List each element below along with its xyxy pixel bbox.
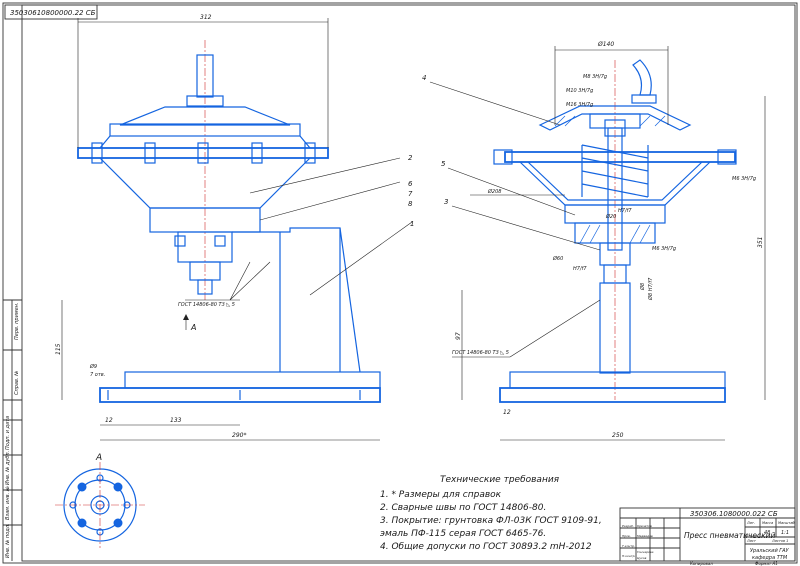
side-strip: Перв. примен. Справ. № Подп. и дата Инв.…	[3, 299, 22, 561]
requirement-3: 3. Покрытие: грунтовка ФЛ-03К ГОСТ 9109-…	[380, 516, 602, 526]
drawing-frame	[21, 4, 796, 562]
side-strip-7: Инв. № подл.	[5, 524, 11, 559]
requirements-title: Технические требования	[440, 475, 560, 485]
front-base	[124, 371, 381, 389]
title-block: 350306.1080000.022 СБ Пресс пневматическ…	[619, 507, 795, 566]
dim-base-total: 290*	[232, 432, 246, 439]
section-flange	[504, 151, 736, 163]
title-row-3: Т.контр.	[622, 544, 635, 548]
dim-left-offset: 12	[105, 417, 113, 424]
front-view: 312 115 Ø9 7 отв. 133 12 290* ГОСТ 14806…	[55, 14, 414, 441]
title-org-2: кафедра ТТМ	[752, 555, 788, 561]
dim-height: 115	[55, 343, 62, 355]
view-arrow-label: А	[190, 323, 196, 332]
dim-dia-top: Ø140	[597, 41, 614, 48]
title-sheet: Лист	[746, 539, 757, 543]
title-format: Формат А1	[755, 561, 778, 566]
side-strip-2: Справ. №	[14, 371, 20, 395]
title-lit: Лит.	[746, 521, 755, 525]
dim-holes: 7 отв.	[90, 372, 105, 378]
front-weld-note: ГОСТ 14806-80 Т3 ◺ 5	[178, 302, 235, 308]
requirement-4: 4. Общие допуски по ГОСТ 30893.2 mH-2012	[380, 542, 592, 552]
requirement-2: 2. Сварные швы по ГОСТ 14806-80.	[380, 503, 546, 513]
callout-5: 5	[441, 160, 446, 168]
side-strip-5: Взам. инв. №	[5, 486, 11, 520]
dim-left-offset-2: 12	[503, 409, 511, 416]
top-stamp-text: 35030610800000.22 СБ	[10, 9, 96, 17]
title-sheets: Листов 1	[771, 539, 788, 543]
side-strip-1: Перв. примен.	[14, 302, 20, 340]
fit-h7-a: H7/f7	[618, 208, 632, 214]
fit-d8-b: Ø8	[639, 283, 646, 291]
title-row-1: Разраб.	[622, 524, 634, 528]
fit-m6-a: M6 3Н/7g	[732, 176, 756, 182]
upper-cap	[119, 106, 291, 126]
fit-m6-b: M6 3Н/7g	[652, 246, 676, 252]
fit-h7-b: H7/f7	[573, 266, 587, 272]
stand-column	[232, 227, 341, 372]
section-stand	[599, 282, 631, 374]
front-nut	[186, 95, 224, 107]
dim-height-total: 351	[757, 237, 764, 248]
view-a: А	[55, 453, 145, 548]
title-org-1: Уральский ГАУ	[750, 548, 789, 554]
title-row-2: Пров.	[622, 534, 631, 538]
fit-d8: Ø8 H7/f7	[647, 277, 654, 301]
fit-m8: M8 3Н/7g	[583, 74, 607, 80]
side-strip-3: Подп. и дата	[5, 416, 11, 450]
callout-6: 6	[408, 180, 413, 188]
callout-8: 8	[408, 200, 413, 208]
dim-dia-small: Ø9	[89, 363, 97, 370]
front-rod	[196, 54, 214, 98]
front-flange	[77, 147, 329, 159]
title-name-4: Цусов	[637, 556, 647, 560]
section-rod	[607, 127, 623, 251]
title-mass-value: 48	[764, 530, 770, 536]
callout-4: 4	[422, 74, 426, 82]
title-name-1: Кречетов	[637, 524, 652, 528]
title-scale-value: 1:1	[781, 530, 789, 536]
title-row-4: Н.контр.	[622, 554, 635, 558]
spring	[581, 144, 649, 198]
requirement-3b: эмаль ПФ-115 серая ГОСТ 6465-76.	[380, 529, 546, 539]
title-kopiroval: Копировал	[690, 561, 713, 566]
title-name: Пресс пневматический	[684, 531, 776, 540]
callout-1: 1	[410, 220, 414, 228]
dim-dia-small-2: Ø20	[605, 213, 616, 220]
title-doc-number: 350306.1080000.022 СБ	[690, 510, 778, 518]
air-fitting	[632, 59, 652, 96]
requirement-1: 1. * Размеры для справок	[380, 490, 502, 500]
section-cap	[538, 105, 692, 131]
title-name-2: Медведев	[637, 534, 653, 538]
side-strip-4: Инв. № дубл.	[5, 451, 11, 485]
section-view: Ø140 Ø208 Ø60 Ø20 351 97 12 250 M8 3Н/7g…	[422, 41, 766, 441]
callout-2: 2	[408, 154, 413, 162]
dim-width-top: 312	[200, 14, 212, 21]
dim-base-total-2: 250	[612, 432, 624, 439]
top-stamp: 35030610800000.22 СБ	[4, 4, 98, 20]
callout-3: 3	[444, 198, 448, 206]
view-a-label: А	[95, 453, 102, 463]
dim-dia-side: Ø208	[487, 188, 501, 195]
dim-height-lower: 97	[455, 332, 462, 340]
tech-requirements: Технические требования 1. * Размеры для …	[380, 475, 602, 552]
title-name-3: Гончарова	[637, 550, 654, 554]
dim-base-inner: 133	[170, 417, 182, 424]
dim-dia-bottom: Ø60	[552, 255, 563, 262]
fit-m16: M16 3Н/7g	[566, 102, 593, 108]
section-base	[509, 371, 726, 389]
title-scale: Масштаб	[778, 521, 795, 525]
flange-bolts	[91, 142, 316, 164]
title-mass: Масса	[762, 521, 773, 525]
section-weld-note: ГОСТ 14806-80 Т3 ◺ 5	[452, 350, 509, 356]
callout-7: 7	[408, 190, 413, 198]
fit-m10: M10 3Н/7g	[566, 88, 593, 94]
